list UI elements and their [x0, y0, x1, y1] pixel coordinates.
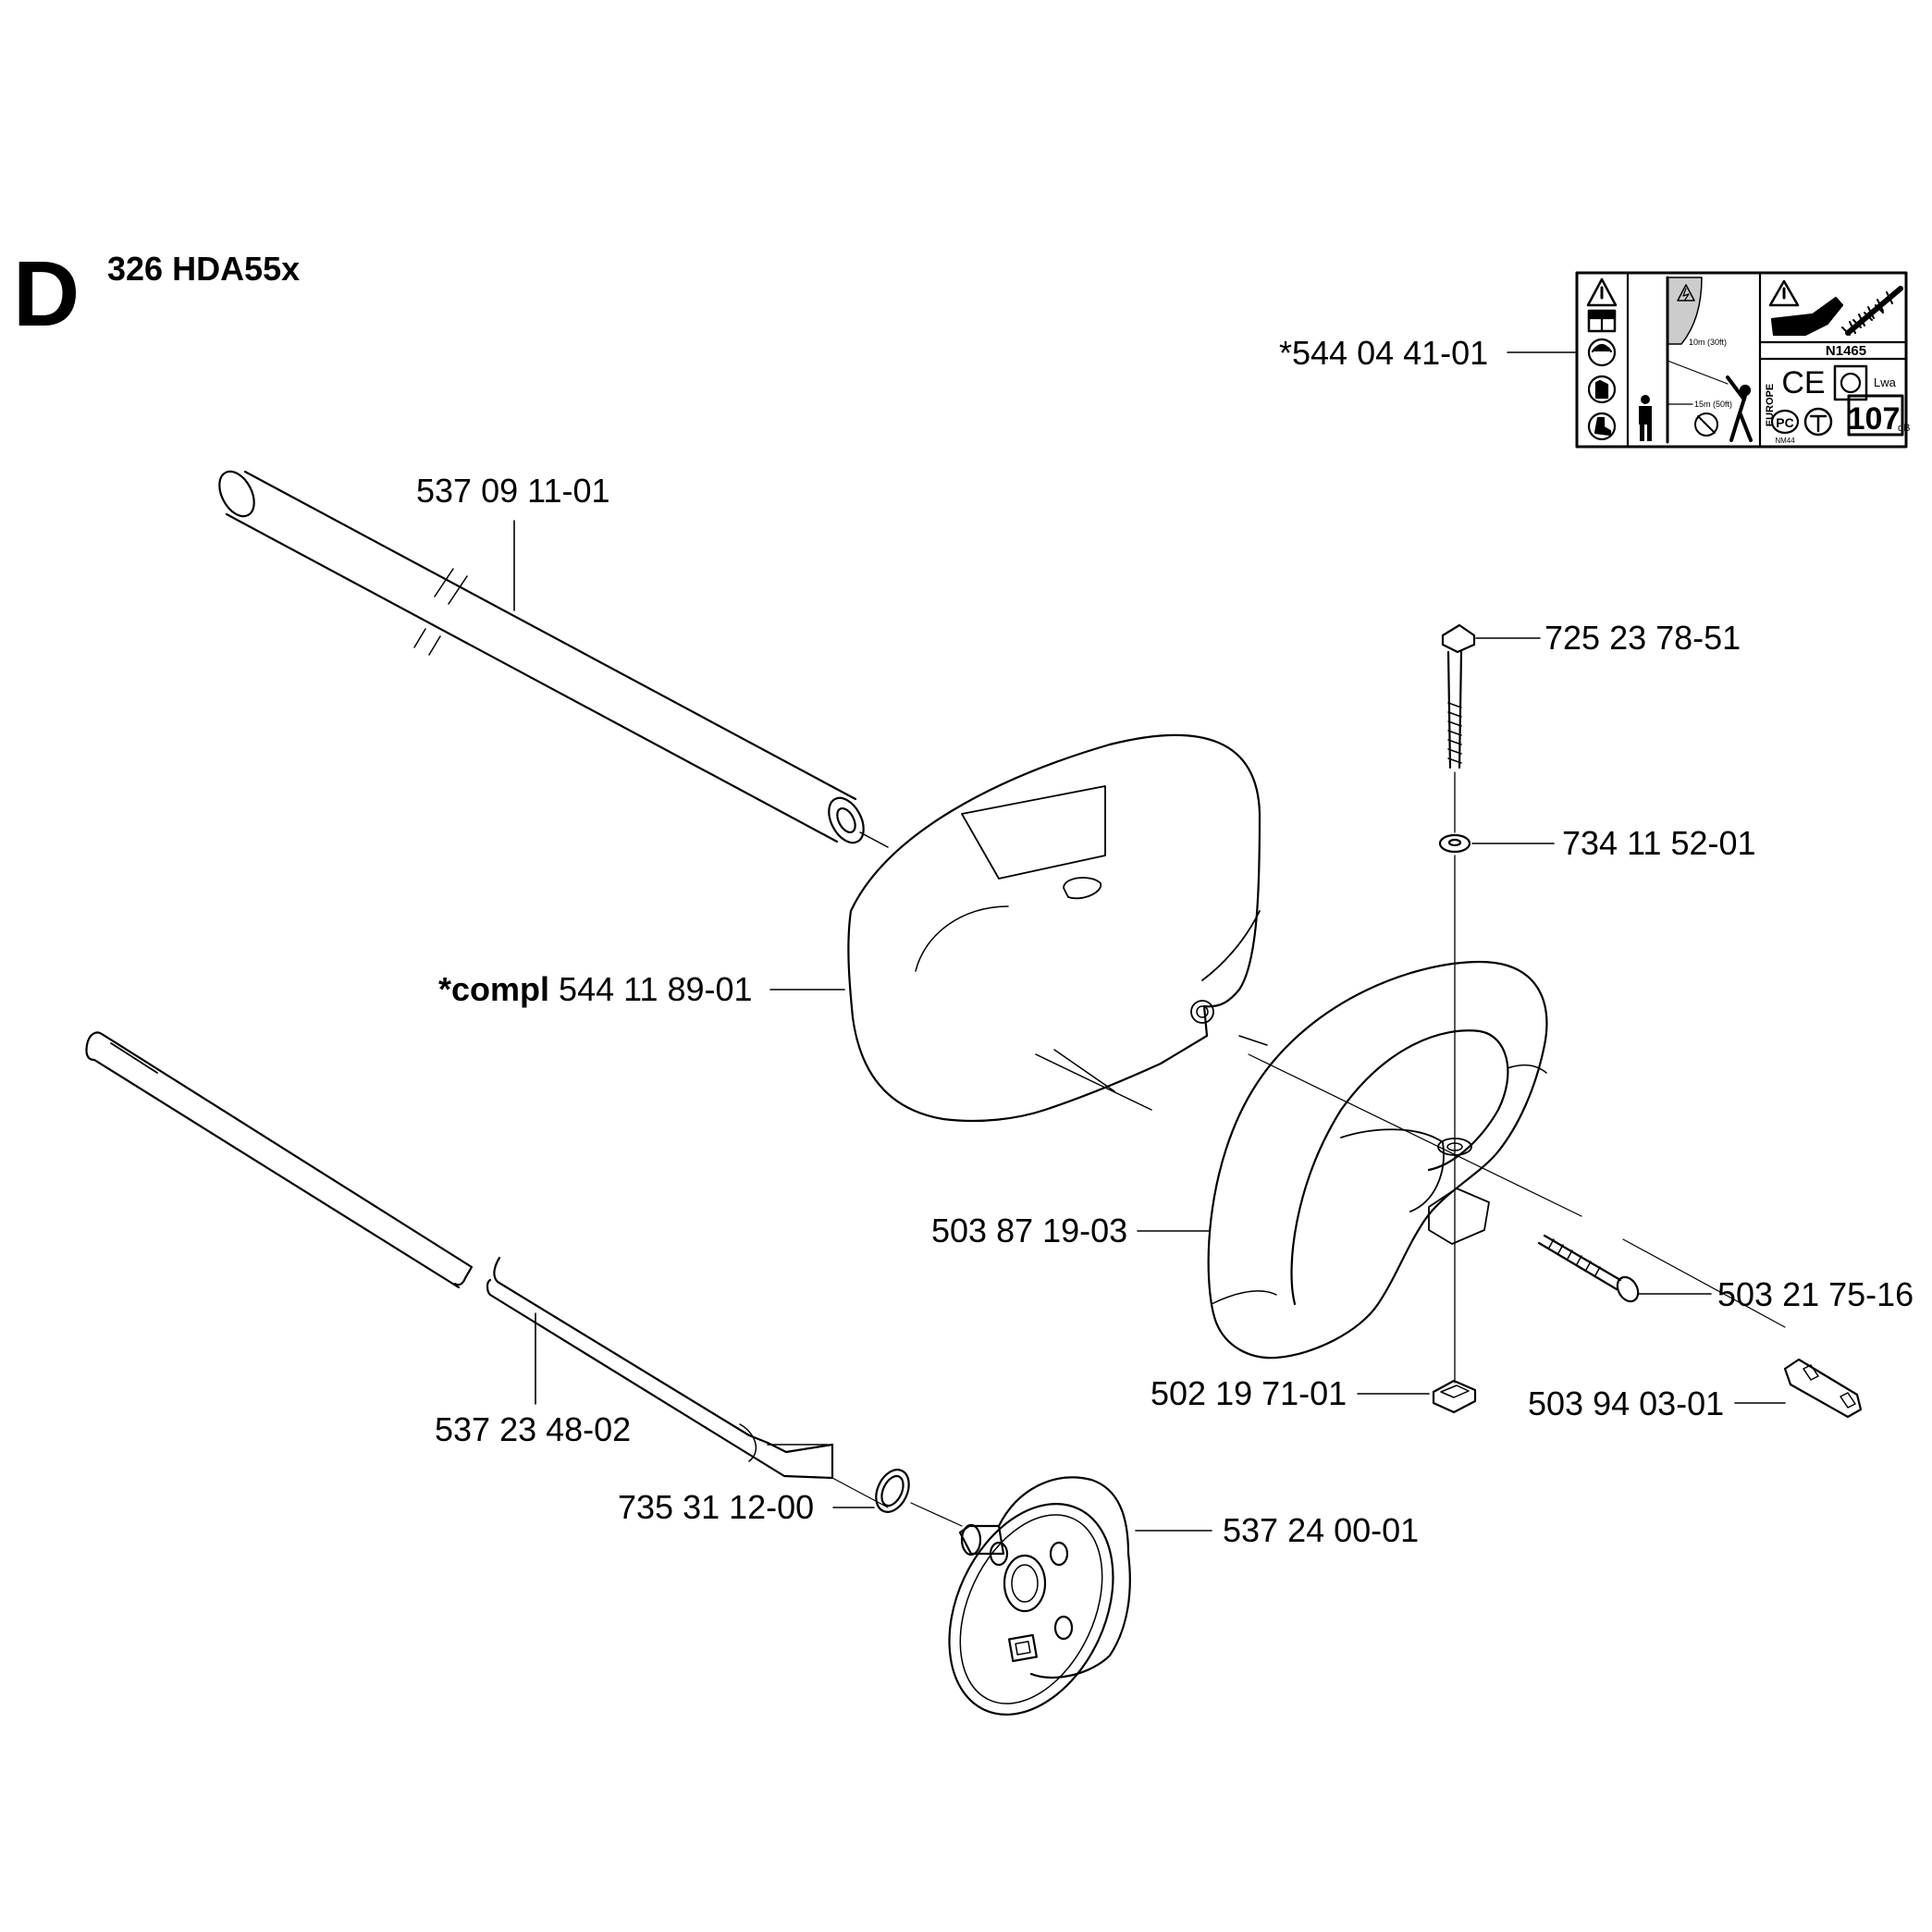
certification-seal-icon [1833, 364, 1868, 401]
screw-drawing [1537, 1234, 1640, 1303]
model-title: 326 HDA55x [107, 250, 301, 288]
warning-triangle-icon [1586, 277, 1618, 307]
prohibited-icon [1694, 412, 1718, 437]
nm-code-text: NM44 [1775, 437, 1795, 445]
boots-icon [1587, 412, 1617, 441]
part-number-nut: 502 19 71-01 [1151, 1374, 1347, 1412]
safety-label-sticker: 10m (30ft) 15m (50ft) N1465 [1575, 271, 1910, 449]
gloves-icon [1587, 375, 1617, 404]
bystander-icon [1639, 395, 1652, 441]
leader-lines [513, 351, 1786, 1532]
operator-icon [1726, 375, 1753, 442]
part-number-clutch-drum: 537 24 00-01 [1223, 1511, 1420, 1549]
part-number-handle: 503 87 19-03 [931, 1212, 1128, 1249]
part-number-bolt: 725 23 78-51 [1544, 619, 1741, 657]
lwa-text: Lwa [1874, 375, 1897, 389]
bracket-drawing [1783, 1358, 1863, 1419]
part-number-screw: 503 21 75-16 [1717, 1275, 1914, 1313]
part-number-guard-prefix: *compl [438, 970, 550, 1008]
distance-bottom-text: 15m (50ft) [1694, 400, 1732, 409]
pc-mark-icon: PC NM44 [1770, 409, 1800, 445]
drive-axis-line [1248, 1053, 1582, 1217]
part-number-label-sticker: *544 04 41-01 [1279, 334, 1489, 372]
part-number-bracket: 503 94 03-01 [1528, 1384, 1725, 1422]
noise-level-text: 107 [1848, 401, 1901, 437]
bracket-axis-line [1622, 1238, 1786, 1328]
section-letter: D [13, 242, 80, 346]
washer-drawing [1438, 833, 1471, 854]
bolt-drawing [1441, 623, 1476, 1384]
hand-cutter-warning-icon [1768, 279, 1903, 337]
clutch-drum-drawing [948, 1476, 1131, 1716]
manual-book-icon [1587, 309, 1617, 333]
nut-drawing [1432, 1379, 1477, 1414]
gost-mark-icon [1803, 407, 1833, 437]
pc-mark-text: PC [1776, 415, 1793, 430]
approval-code-text: N1465 [1826, 343, 1866, 359]
helmet-ear-protection-icon [1587, 338, 1617, 367]
part-number-drive-shaft: 537 23 48-02 [435, 1410, 632, 1448]
europe-text: EUROPE [1765, 384, 1776, 426]
part-number-circlip: 735 31 12-00 [618, 1488, 815, 1526]
part-number-guard: *compl 544 11 89-01 [438, 973, 753, 1006]
guard-drawing [847, 733, 1268, 1123]
power-line-distance-pictogram: 10m (30ft) 15m (50ft) [1639, 276, 1753, 444]
distance-top-text: 10m (30ft) [1689, 338, 1727, 347]
tube-drawing [218, 470, 889, 848]
ce-mark-text: CE [1781, 365, 1825, 400]
drive-shaft-drawing [85, 1031, 889, 1508]
part-number-tube: 537 09 11-01 [416, 472, 610, 510]
circlip-drawing [875, 1469, 963, 1527]
part-number-washer: 734 11 52-01 [1562, 824, 1756, 862]
noise-unit-text: dB [1898, 423, 1910, 434]
part-number-guard-code: 544 11 89-01 [559, 970, 753, 1008]
handle-drawing [1207, 960, 1548, 1360]
